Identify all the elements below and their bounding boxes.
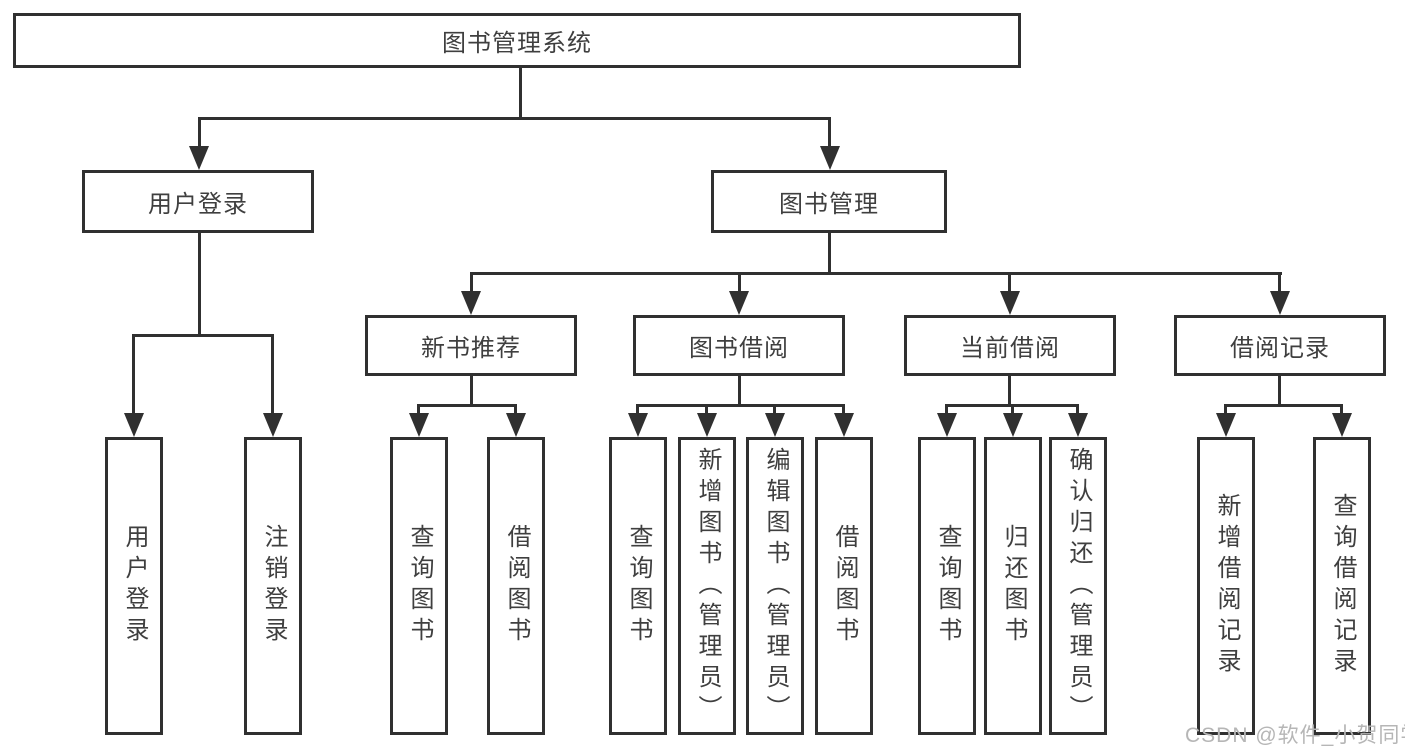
node-leaf-borrow-query-books: 查询图书 [609,437,667,735]
connector-rail [418,404,517,407]
connector-stub [738,375,741,407]
connector-shaft [417,404,420,415]
node-leaf-records-add-record: 新增借阅记录 [1197,437,1255,735]
arrowhead [506,413,526,437]
node-leaf-borrow-borrow-books: 借阅图书 [815,437,873,735]
arrowhead [628,413,648,437]
connector-shaft [271,334,274,415]
arrowhead [1000,291,1020,315]
node-leaf-user-login: 用户登录 [105,437,163,735]
arrowhead [189,146,209,170]
arrowhead [1216,413,1236,437]
arrowhead [834,413,854,437]
arrowhead [409,413,429,437]
arrowhead [1068,413,1088,437]
arrowhead [1270,291,1290,315]
node-leaf-current-confirm-return-admin: 确认归还（管理员） [1049,437,1107,735]
connector-level3-rail [470,272,1282,275]
connector-rail [1225,404,1343,407]
connector-shaft [636,404,639,415]
connector-stub [470,375,473,407]
node-borrow-records: 借阅记录 [1174,315,1386,376]
connector-shaft [1278,272,1281,293]
connector-rail [637,404,845,407]
connector-shaft [514,404,517,415]
node-leaf-current-return-books: 归还图书 [984,437,1042,735]
connector-shaft [470,272,473,293]
connector-level2-rail [199,117,831,120]
node-leaf-logout: 注销登录 [244,437,302,735]
csdn-watermark: CSDN @软件_小贺同学 [1185,724,1405,747]
connector-shaft [1011,404,1014,415]
node-leaf-current-query-books: 查询图书 [918,437,976,735]
node-book-management: 图书管理 [711,170,947,233]
connector-shaft [945,404,948,415]
arrowhead [937,413,957,437]
connector-user-login-stub [198,232,201,336]
arrowhead [1332,413,1352,437]
node-leaf-borrow-edit-books-admin: 编辑图书（管理员） [746,437,804,735]
arrowhead [461,291,481,315]
connector-book-mgmt-stub [828,232,831,274]
arrowhead [263,413,283,437]
connector-root-stub [519,67,522,119]
node-leaf-borrow-add-books-admin: 新增图书（管理员） [678,437,736,735]
connector-shaft [828,117,831,149]
node-leaf-records-query-record: 查询借阅记录 [1313,437,1371,735]
connector-shaft [1008,272,1011,293]
connector-shaft [132,334,135,415]
connector-shaft [1340,404,1343,415]
arrowhead [124,413,144,437]
connector-user-login-rail [133,334,274,337]
arrowhead [1003,413,1023,437]
node-book-borrow: 图书借阅 [633,315,845,376]
arrowhead [697,413,717,437]
node-new-book-recommend: 新书推荐 [365,315,577,376]
connector-shaft [773,404,776,415]
arrowhead [729,291,749,315]
node-leaf-recommend-borrow-books: 借阅图书 [487,437,545,735]
connector-shaft [198,117,201,149]
node-root: 图书管理系统 [13,13,1021,68]
connector-stub [1008,375,1011,407]
connector-shaft [705,404,708,415]
node-leaf-recommend-query-books: 查询图书 [390,437,448,735]
arrowhead [765,413,785,437]
connector-shaft [1224,404,1227,415]
connector-shaft [842,404,845,415]
connector-shaft [1076,404,1079,415]
node-user-login: 用户登录 [82,170,314,233]
arrowhead [820,146,840,170]
connector-shaft [738,272,741,293]
node-current-borrow: 当前借阅 [904,315,1116,376]
connector-stub [1278,375,1281,407]
